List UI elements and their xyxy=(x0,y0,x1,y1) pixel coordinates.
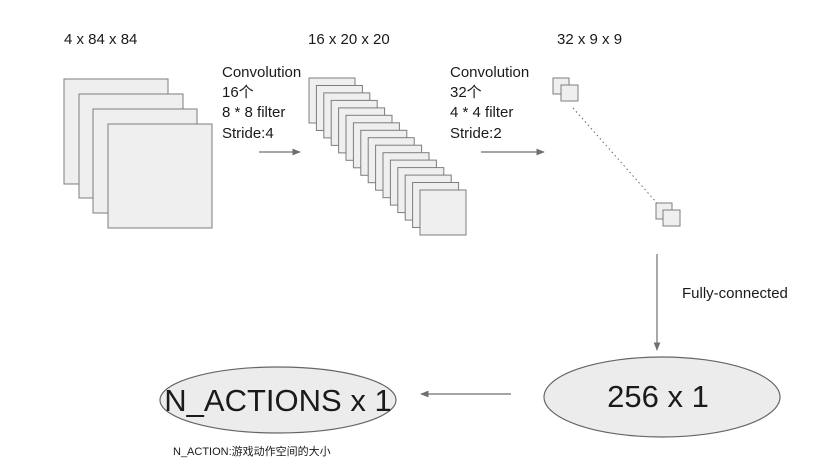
hidden-layer-label: 256 x 1 xyxy=(607,379,709,414)
conv2-map-last-front xyxy=(662,209,681,227)
conv1-description: Convolution 16个 8 * 8 filter Stride:4 xyxy=(222,64,301,142)
conv1-feature-maps xyxy=(308,77,467,236)
conv2-line-4: Stride:2 xyxy=(450,125,502,142)
conv2-line-2: 32个 xyxy=(450,84,482,101)
input-stack xyxy=(63,78,213,229)
conv1-dims-label: 16 x 20 x 20 xyxy=(308,31,390,48)
conv2-ellipsis-dots xyxy=(572,107,658,204)
conv2-map-first-front xyxy=(560,84,579,102)
conv1-line-4: Stride:4 xyxy=(222,125,274,142)
conv2-line-1: Convolution xyxy=(450,64,529,81)
conv2-line-3: 4 * 4 filter xyxy=(450,104,513,121)
conv1-line-3: 8 * 8 filter xyxy=(222,104,285,121)
output-layer-label: N_ACTIONS x 1 xyxy=(164,383,391,418)
conv1-line-2: 16个 xyxy=(222,84,254,101)
hidden-layer-ellipse xyxy=(543,356,781,438)
output-note: N_ACTION:游戏动作空间的大小 xyxy=(173,444,331,458)
output-layer-ellipse xyxy=(159,366,397,434)
conv1-line-1: Convolution xyxy=(222,64,301,81)
conv1-feature-map xyxy=(419,189,467,236)
conv2-feature-maps xyxy=(552,77,681,227)
input-frame-4 xyxy=(107,123,213,229)
fc-label: Fully-connected xyxy=(682,285,788,302)
conv2-dims-label: 32 x 9 x 9 xyxy=(557,31,622,48)
conv2-description: Convolution 32个 4 * 4 filter Stride:2 xyxy=(450,64,529,142)
input-dims-label: 4 x 84 x 84 xyxy=(64,31,137,48)
